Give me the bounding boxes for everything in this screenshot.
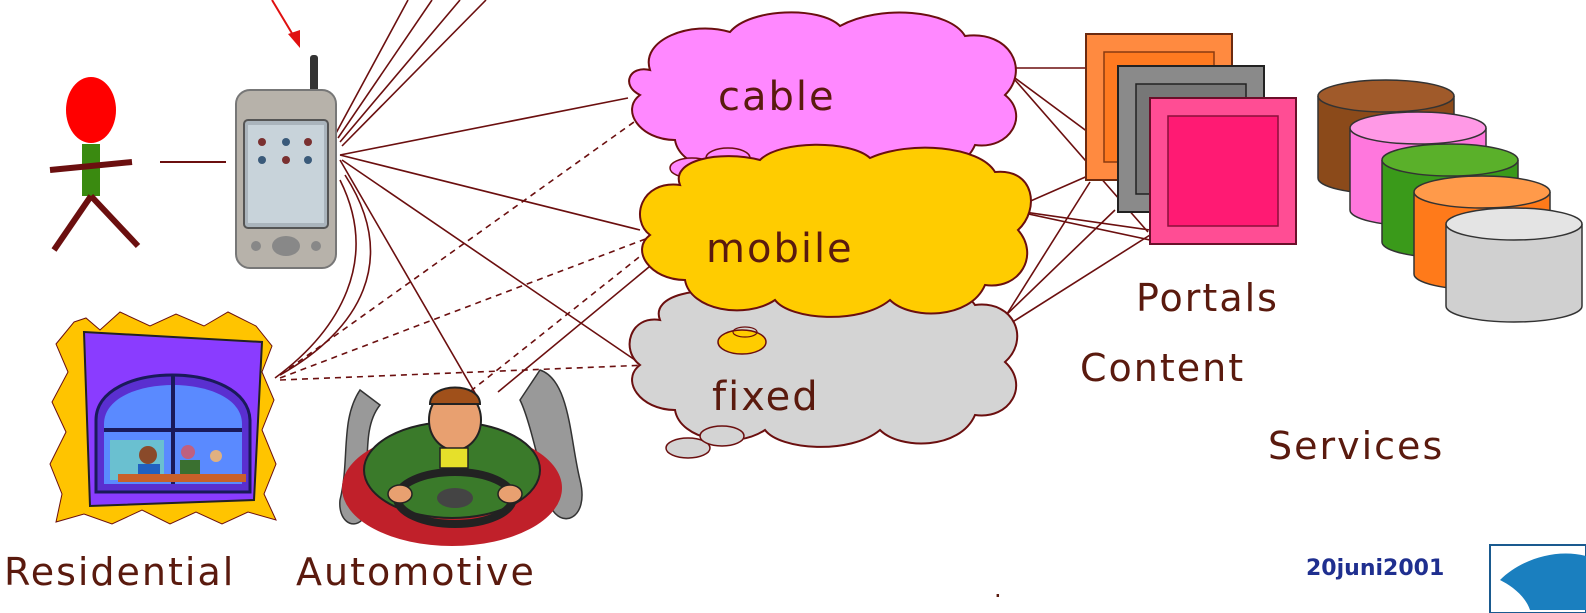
- content-cylinders: [1317, 79, 1583, 323]
- portals-label: Portals: [1136, 276, 1279, 320]
- house-window-icon: [49, 311, 277, 525]
- date-label: 20juni2001: [1306, 556, 1445, 581]
- automotive-label: Automotive: [296, 550, 536, 594]
- driver-car-icon: [339, 369, 583, 546]
- dot-mark: .: [994, 575, 1004, 603]
- cylinder-gray: [1445, 207, 1583, 323]
- company-logo-icon: [1489, 544, 1586, 613]
- person-icon: [49, 77, 226, 252]
- cable-network-label: cable: [718, 74, 836, 120]
- portal-box-pink: [1149, 97, 1297, 245]
- cloud-mobile: [639, 143, 1032, 355]
- pointer-arrow: [271, 0, 300, 48]
- residential-label: Residential: [4, 550, 236, 594]
- cloud-fixed: [628, 278, 1019, 459]
- portal-boxes: [1085, 33, 1297, 245]
- services-label: Services: [1268, 424, 1445, 468]
- dashed-wireless-lines: [279, 111, 649, 399]
- content-label: Content: [1080, 346, 1246, 390]
- fixed-network-label: fixed: [712, 374, 820, 420]
- pda-phone-icon: [235, 55, 337, 269]
- mobile-network-label: mobile: [706, 226, 854, 272]
